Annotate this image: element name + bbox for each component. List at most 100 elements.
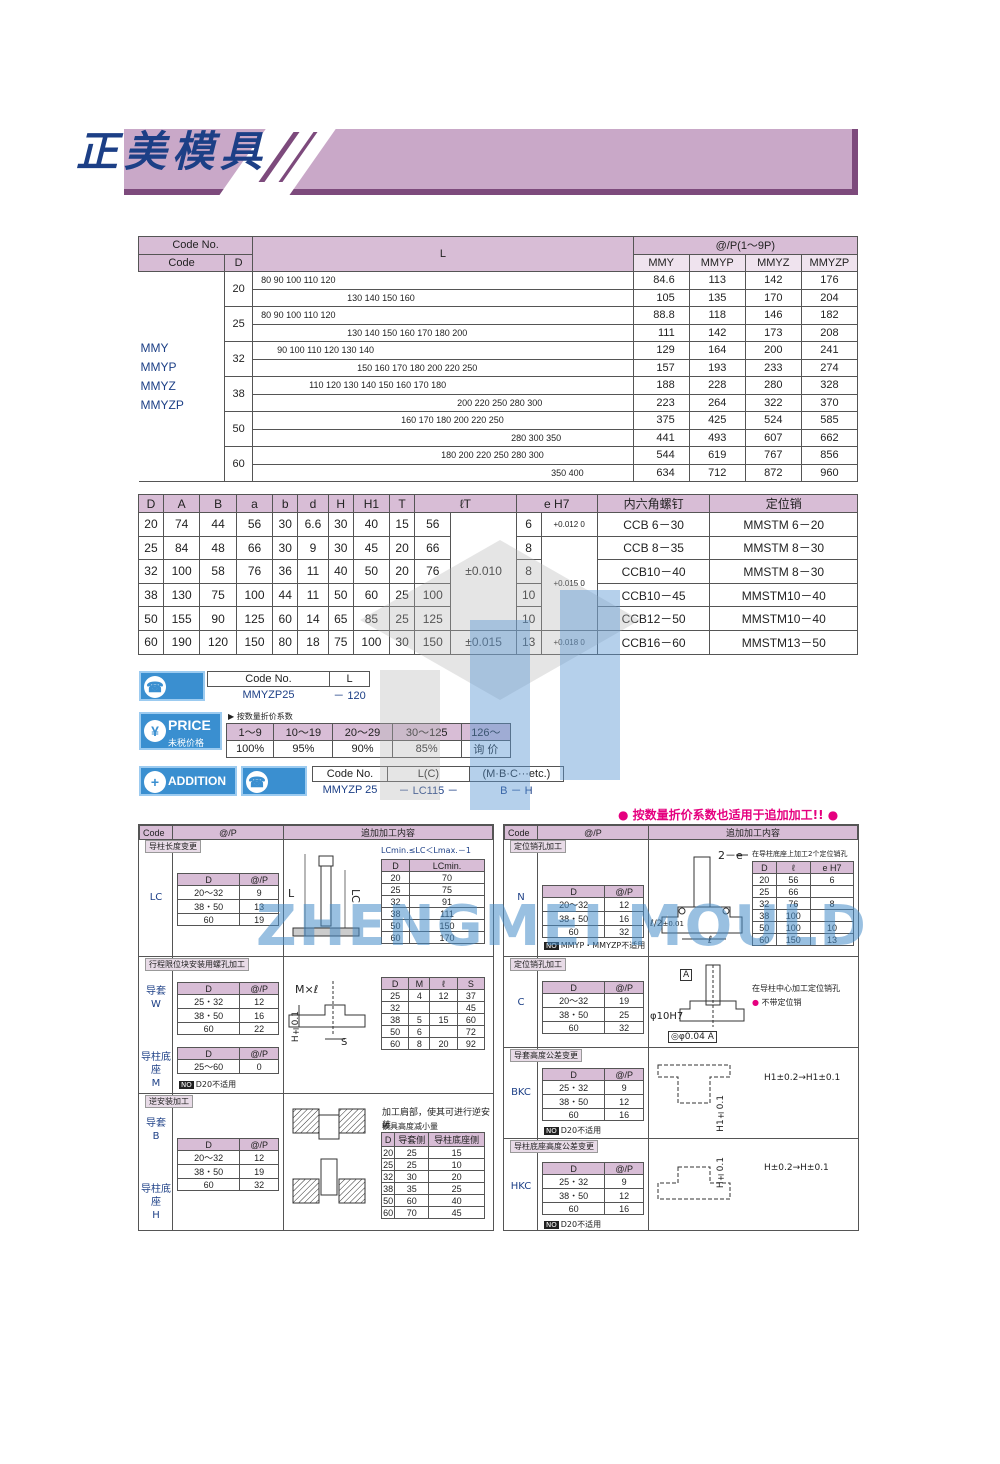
add-v-lc: － LC115 － (399, 785, 459, 797)
cell: 38・50 (541, 1007, 606, 1022)
l-text: 80 90 100 110 120 (261, 310, 336, 321)
cell: 12 (429, 989, 458, 1002)
cell: 38・50 (541, 1188, 606, 1203)
price-mmyz: 142 (744, 271, 802, 290)
cell-1: 84 (162, 535, 201, 561)
c-drawing (679, 964, 745, 1027)
cell: 92 (456, 1037, 486, 1050)
l-text: 280 300 350 (511, 432, 562, 443)
cell: 32 (380, 1170, 396, 1183)
cell-6: 30 (327, 512, 354, 537)
add-h-lc: L(C) (387, 766, 470, 782)
col-7: H1 (352, 494, 391, 513)
price-mmy: 88.8 (632, 306, 690, 325)
col-11: 内六角螺钉 (596, 494, 711, 513)
cell-4: 30 (272, 512, 299, 537)
cell: 导套侧 (394, 1132, 430, 1147)
n-l: ℓ (708, 935, 713, 946)
cell-6: 75 (327, 629, 354, 655)
cell: D (752, 861, 777, 874)
phone-icon: ☎ (246, 770, 268, 793)
cell: 导柱底座侧 (428, 1132, 485, 1147)
cell: e H7 (810, 861, 854, 874)
cell: 25 (394, 1158, 430, 1171)
price-mmyp: 493 (688, 428, 746, 447)
cell: 38 (380, 1182, 396, 1195)
order-h-l: L (329, 671, 370, 687)
order-h-code: Code No. (207, 671, 330, 687)
cell-9: 150 (414, 629, 452, 655)
c-frame: ◎φ0.04 A (668, 1031, 717, 1043)
cell: 60 (380, 1206, 396, 1219)
cell: 38・50 (176, 1164, 241, 1179)
cell: 25・32 (541, 1080, 606, 1095)
rev-note1: 加工肩部，使其可进行逆安装 (382, 1108, 491, 1131)
col-3: a (235, 494, 274, 513)
cell: ℓ (775, 861, 812, 874)
lp-sep2 (139, 1093, 493, 1094)
ms-label: M×ℓ (295, 983, 319, 996)
l-values: 180 200 220 250 280 300 (252, 446, 634, 465)
d-value: 20 (224, 271, 254, 307)
cell: 16 (239, 1008, 279, 1023)
ms-s: S (341, 1037, 348, 1048)
cell: 25 (380, 989, 410, 1002)
cell-2: 75 (199, 582, 237, 608)
rp-h-content: 追加加工内容 (648, 825, 858, 840)
col-code-no: Code No. (137, 236, 254, 255)
cell: D (541, 1162, 606, 1175)
cell: 20 (429, 1037, 458, 1050)
cell: 25・32 (541, 1174, 606, 1189)
price-mmy: 157 (632, 358, 690, 377)
price-mmyp: 118 (688, 306, 746, 325)
cell-11: CCB16－60 (596, 629, 711, 655)
addition-example-table: Code No.L(C)(M·B·C···etc.) MMYZP 25－ LC1… (311, 766, 565, 798)
cell: D (381, 859, 410, 872)
table2-row: 5015590125601465852512510CCB12－50MMSTM10… (138, 606, 858, 631)
cell-8: 25 (389, 582, 416, 608)
rp-vsep2 (648, 838, 649, 1231)
cell: 19 (239, 1164, 279, 1179)
hkc-drawing (657, 1166, 731, 1200)
cell: 19 (239, 913, 279, 926)
cell: 20 (752, 873, 777, 886)
cell: @/P (604, 1068, 644, 1081)
rev-drawing (292, 1108, 366, 1204)
l-values: 80 90 100 110 120 (252, 271, 634, 290)
rate: 询 价 (460, 740, 512, 758)
price-mmyp: 264 (688, 393, 746, 412)
col-6: H (327, 494, 354, 513)
order-example-table: Code No.L MMYZP25－ 120 (207, 671, 370, 703)
lp-h-content: 追加加工内容 (283, 825, 493, 840)
d-value: 32 (224, 341, 254, 377)
e-tol: +0.018 0 (540, 629, 598, 655)
l-values: 200 220 250 280 300 (252, 393, 634, 412)
rev-label: 逆安装加工 (145, 1095, 193, 1108)
price-mmy: 188 (632, 376, 690, 395)
col-code: Code (137, 253, 226, 272)
add-h-code: Code No. (311, 766, 389, 782)
cell: 38・50 (541, 1094, 606, 1109)
price-mmyp: 228 (688, 376, 746, 395)
cell: 32 (604, 925, 644, 938)
l-values: 150 160 170 180 200 220 250 (252, 358, 634, 377)
cell: 60 (456, 1013, 486, 1026)
cell-1: 130 (162, 582, 201, 608)
watermark-text: ZHENGMEI MOULD (256, 894, 868, 959)
cell: @/P (239, 1047, 279, 1060)
cell-2: 90 (199, 606, 237, 631)
cell: 16 (604, 1108, 644, 1121)
rate: 100% (225, 740, 275, 758)
add-v-code: MMYZP 25 (322, 784, 378, 796)
l-values: 280 300 350 (252, 428, 634, 447)
cell: D (541, 981, 606, 994)
cell: 50 (380, 1025, 410, 1038)
cell: 12 (604, 1094, 644, 1109)
cell: 5 (408, 1013, 431, 1026)
